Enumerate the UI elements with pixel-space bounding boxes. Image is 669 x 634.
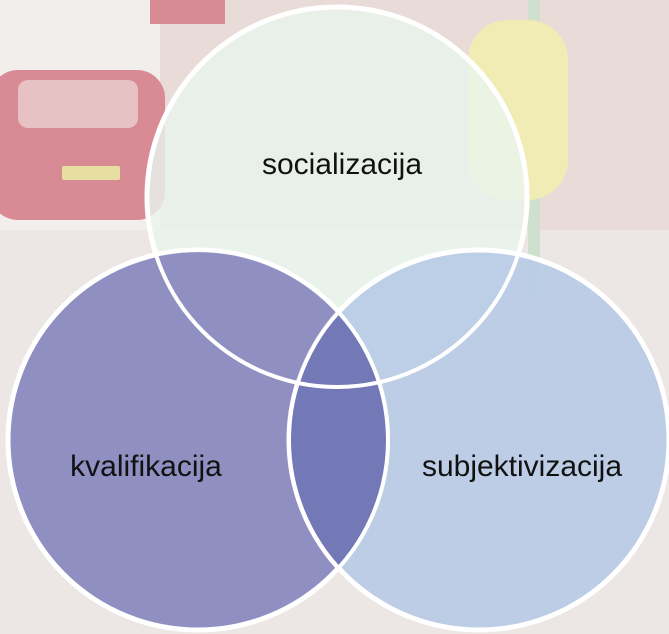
car-banner [150, 0, 225, 24]
label-subjectification: subjektivizacija [422, 450, 622, 483]
car-plate [62, 166, 120, 180]
overlap-socialization-qualification [147, 250, 388, 387]
label-qualification: kvalifikacija [70, 450, 222, 483]
car-window [18, 80, 138, 128]
label-socialization: socializacija [262, 148, 422, 181]
car-image [0, 0, 225, 220]
